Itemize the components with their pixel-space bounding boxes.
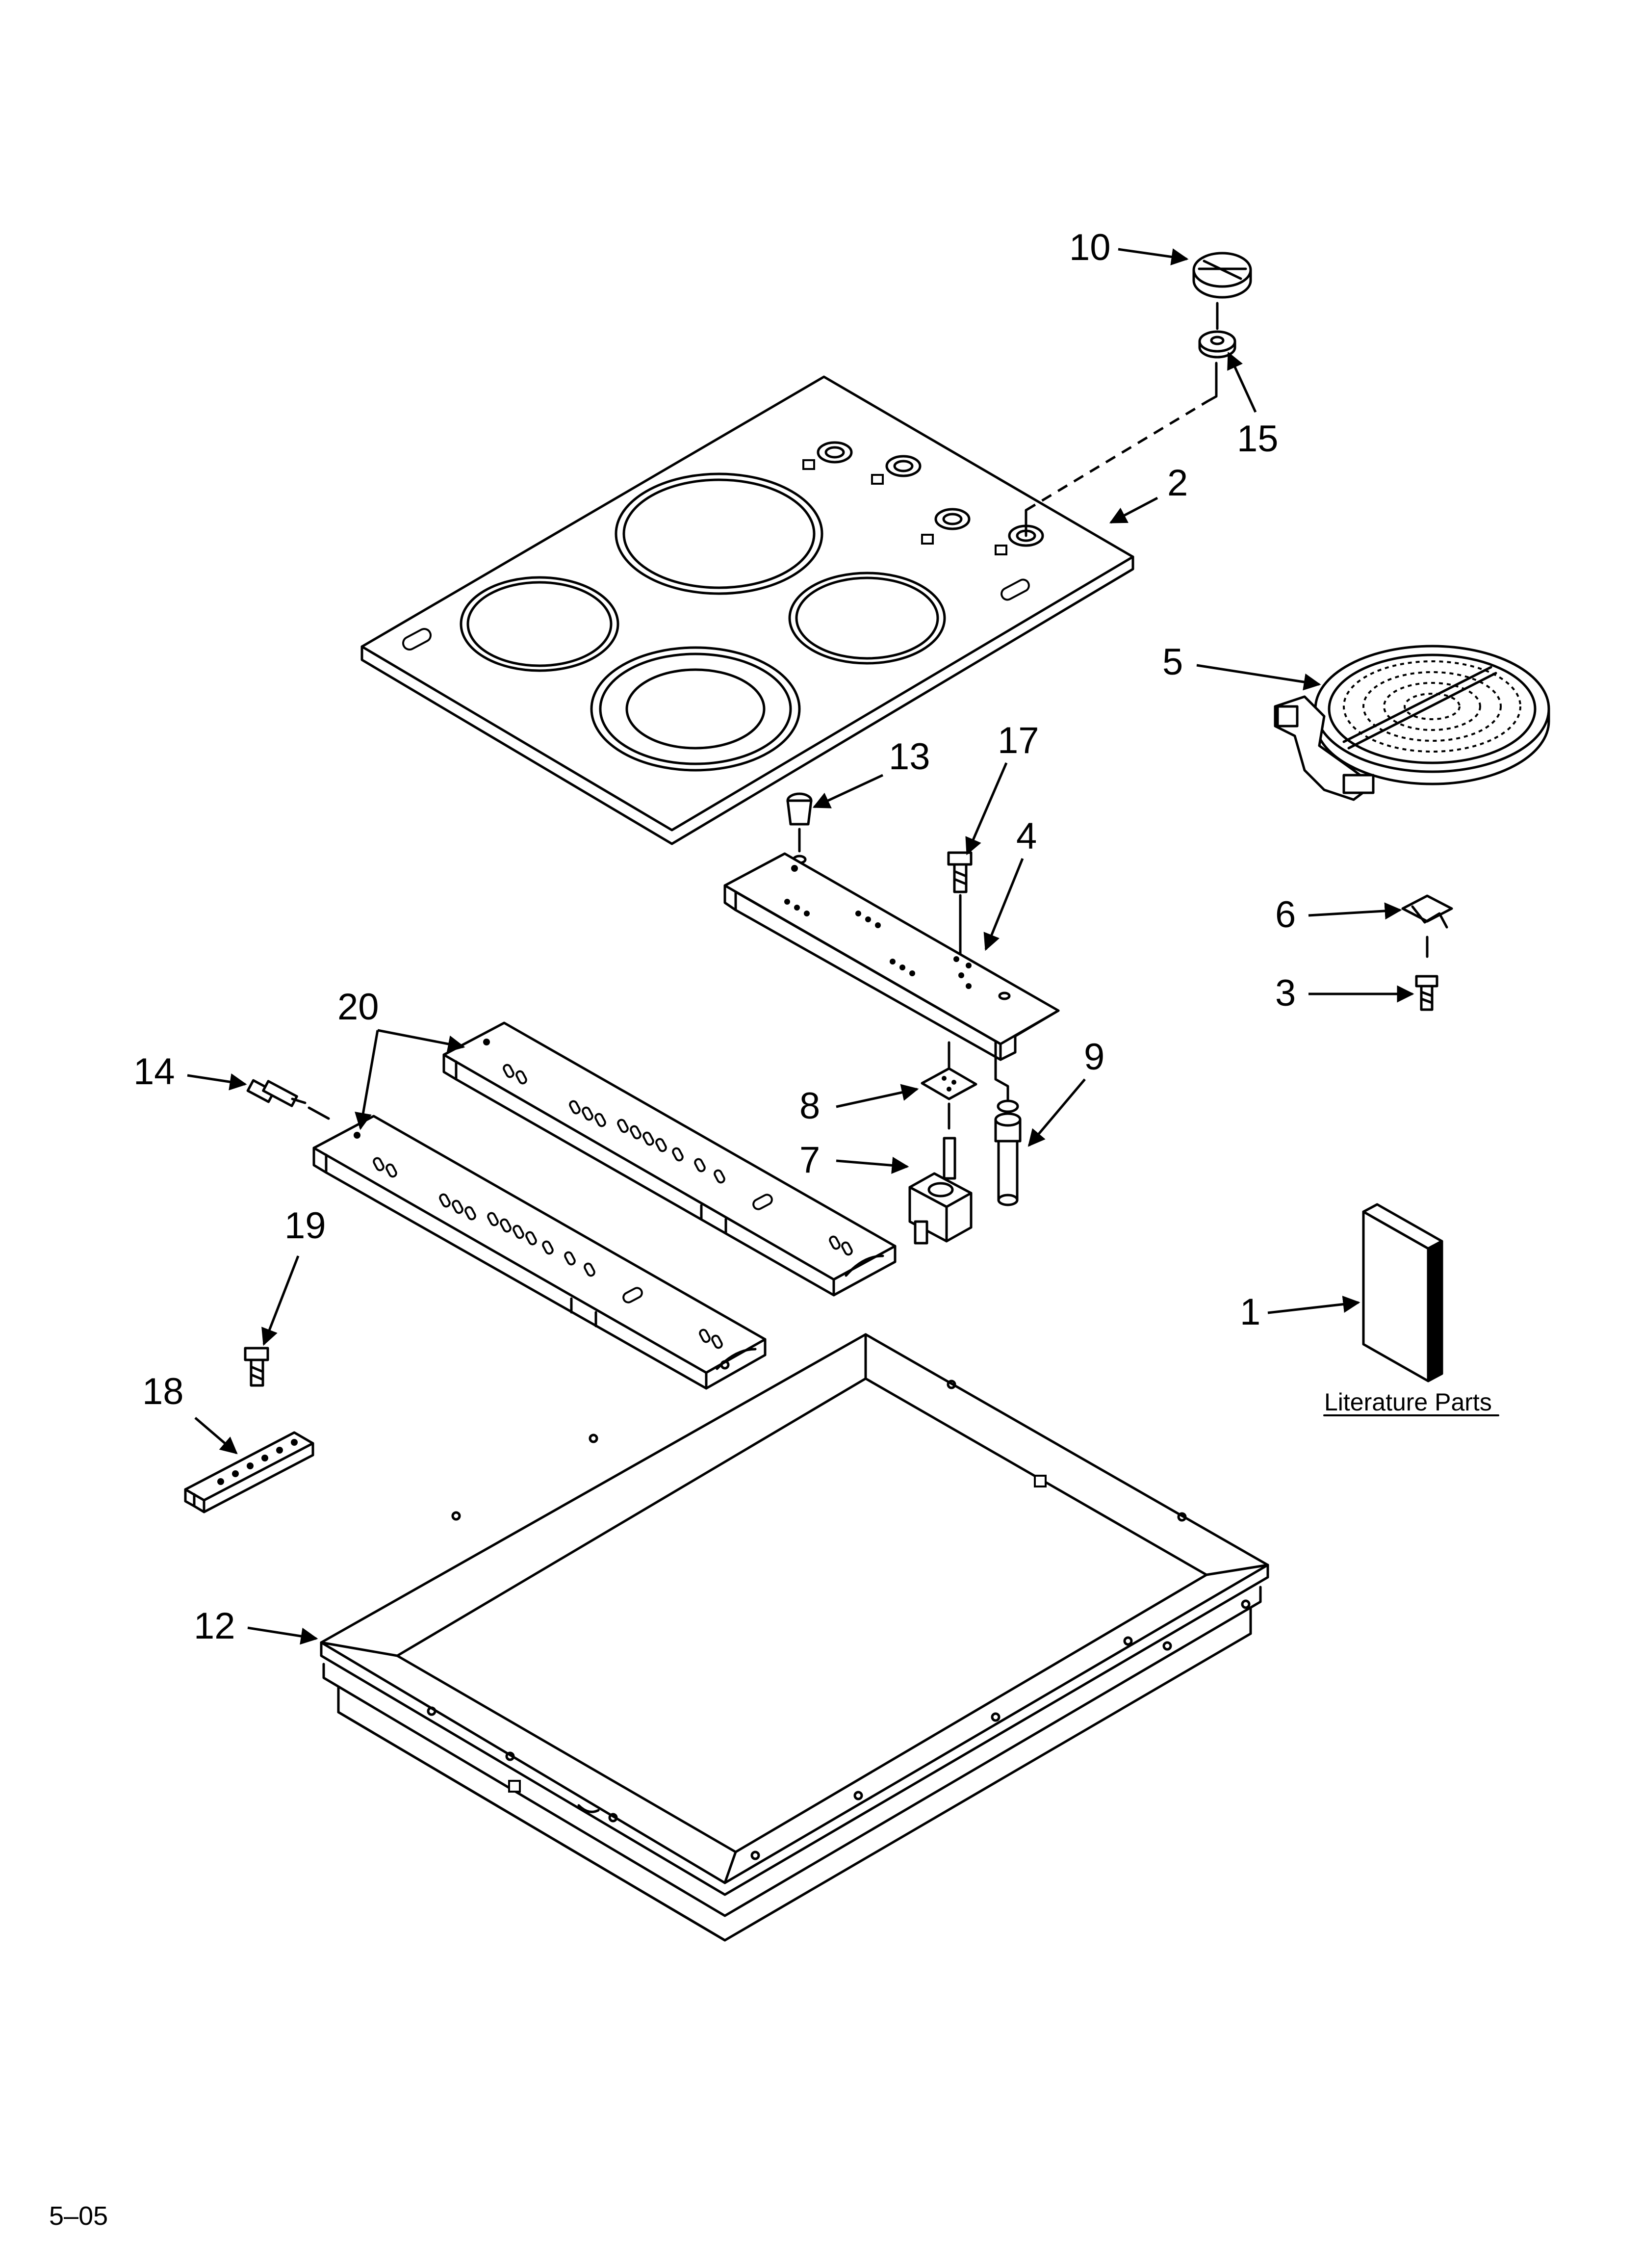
- svg-text:19: 19: [284, 1205, 326, 1247]
- callout-1: 1: [1240, 1291, 1360, 1333]
- svg-text:10: 10: [1069, 227, 1111, 268]
- callout-10: 10: [1069, 227, 1189, 268]
- svg-text:14: 14: [133, 1051, 175, 1093]
- screw-part-19: [244, 1347, 269, 1387]
- callout-17: 17: [965, 720, 1039, 856]
- svg-text:5: 5: [1162, 641, 1183, 683]
- switch-plate-part: [921, 1067, 977, 1130]
- bumper-part: [786, 792, 813, 864]
- chassis-box-part: [320, 1333, 1269, 1942]
- knob-seal-part: [1198, 302, 1236, 359]
- svg-text:18: 18: [142, 1371, 184, 1412]
- screw-part-14: [246, 1079, 330, 1120]
- callout-19: 19: [261, 1205, 326, 1346]
- switch-part: [908, 1137, 973, 1245]
- svg-text:6: 6: [1275, 894, 1296, 936]
- support-channel-front-part: [312, 1115, 767, 1390]
- callout-5: 5: [1162, 641, 1321, 691]
- svg-text:12: 12: [194, 1605, 235, 1647]
- radiant-element-part: [1274, 645, 1550, 801]
- svg-text:17: 17: [998, 720, 1039, 761]
- svg-text:20: 20: [337, 986, 379, 1028]
- svg-text:1: 1: [1240, 1291, 1260, 1333]
- screw-part-17: [947, 851, 973, 958]
- svg-text:Literature Parts: Literature Parts: [1324, 1388, 1492, 1416]
- callout-4: 4: [983, 815, 1037, 951]
- svg-text:4: 4: [1016, 815, 1037, 857]
- footer-revision-code: 5–05: [49, 2201, 108, 2231]
- callout-7: 7: [799, 1139, 909, 1181]
- callout-2: 2: [1109, 462, 1188, 524]
- cooktop-glass-part: [360, 362, 1218, 845]
- knob-part: [1192, 252, 1252, 299]
- indicator-light-part: [994, 1099, 1022, 1206]
- support-channel-rear-part: [442, 1021, 897, 1297]
- callout-8: 8: [799, 1084, 919, 1127]
- callout-9: 9: [1027, 1036, 1104, 1147]
- svg-text:13: 13: [889, 736, 930, 778]
- clip-part: [1401, 894, 1453, 958]
- literature-parts-label: Literature Parts: [1323, 1388, 1499, 1416]
- rear-channel-slots: [503, 1064, 853, 1256]
- callout-20: 20: [337, 986, 465, 1130]
- svg-text:7: 7: [799, 1139, 820, 1181]
- literature-part: [1362, 1203, 1443, 1382]
- callout-3: 3: [1275, 972, 1414, 1014]
- callout-6: 6: [1275, 894, 1402, 936]
- callout-12: 12: [194, 1605, 318, 1647]
- svg-text:8: 8: [799, 1085, 820, 1127]
- callout-14: 14: [133, 1051, 247, 1093]
- small-bracket-part: [184, 1431, 314, 1513]
- front-channel-slots: [373, 1157, 723, 1349]
- svg-text:15: 15: [1237, 418, 1279, 460]
- screw-part-3: [1415, 975, 1438, 1011]
- control-bracket-part: [723, 852, 1060, 1110]
- callout-15: 15: [1227, 351, 1279, 460]
- svg-text:2: 2: [1167, 462, 1188, 504]
- callout-18: 18: [142, 1371, 238, 1455]
- svg-text:9: 9: [1084, 1036, 1104, 1078]
- callout-13: 13: [812, 736, 930, 808]
- svg-text:3: 3: [1275, 972, 1296, 1014]
